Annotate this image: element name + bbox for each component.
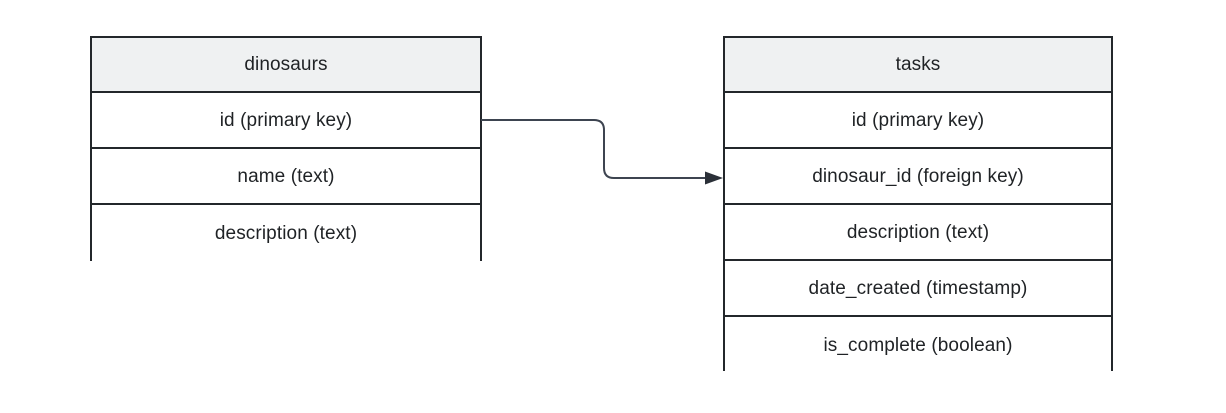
relationship-arrowhead-icon [705,171,723,185]
entity-title-dinosaurs: dinosaurs [92,38,480,93]
relationship-connector-dinosaurs-tasks[interactable] [481,119,723,185]
entity-title-tasks: tasks [725,38,1111,93]
entity-field-row[interactable]: date_created (timestamp) [725,261,1111,317]
entity-field-row[interactable]: description (text) [92,205,480,261]
entity-field-list-dinosaurs: id (primary key) name (text) description… [92,93,480,261]
entity-field-row[interactable]: id (primary key) [92,93,480,149]
entity-table-dinosaurs[interactable]: dinosaurs id (primary key) name (text) d… [90,36,482,261]
entity-field-row[interactable]: dinosaur_id (foreign key) [725,149,1111,205]
relationship-line [481,119,705,179]
entity-field-row[interactable]: id (primary key) [725,93,1111,149]
entity-field-row[interactable]: name (text) [92,149,480,205]
entity-field-list-tasks: id (primary key) dinosaur_id (foreign ke… [725,93,1111,373]
entity-field-row[interactable]: description (text) [725,205,1111,261]
entity-table-tasks[interactable]: tasks id (primary key) dinosaur_id (fore… [723,36,1113,373]
entity-field-row[interactable]: is_complete (boolean) [725,317,1111,373]
